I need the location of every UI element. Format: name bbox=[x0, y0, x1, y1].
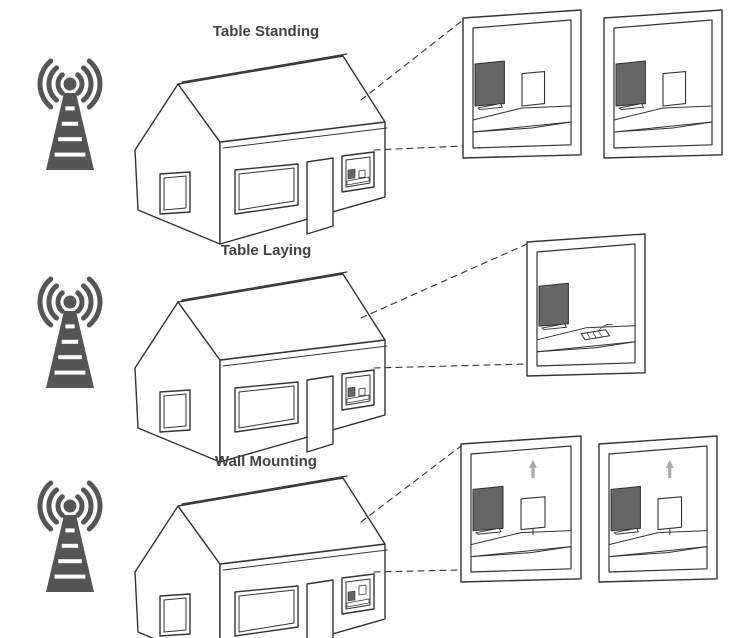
tower-rung bbox=[54, 370, 86, 375]
signal-wave-left bbox=[46, 487, 60, 525]
signal-wave-left bbox=[37, 58, 54, 110]
monitor-icon bbox=[474, 60, 505, 107]
house-roof bbox=[177, 55, 386, 143]
signal-wave-right bbox=[80, 65, 94, 103]
panel-antenna-icon bbox=[657, 496, 683, 531]
signal-wave-left bbox=[55, 72, 65, 96]
signal-wave-left bbox=[46, 65, 60, 103]
cell-tower-icon bbox=[37, 480, 103, 592]
monitor-icon bbox=[615, 60, 646, 107]
signal-wave-right bbox=[86, 276, 103, 328]
section-wall-mounting: Wall Mounting bbox=[37, 435, 718, 638]
signal-wave-left bbox=[37, 276, 54, 328]
section-table-laying: Table Laying bbox=[37, 233, 646, 463]
cell-tower-icon bbox=[37, 58, 103, 170]
tower-rung bbox=[58, 137, 82, 142]
monitor-stand bbox=[477, 103, 503, 111]
monitor-stand bbox=[475, 527, 502, 535]
tower-beacon bbox=[63, 499, 77, 513]
panel-antenna-icon bbox=[520, 496, 546, 531]
section-table-standing: Table Standing bbox=[37, 9, 723, 245]
house-icon bbox=[134, 475, 388, 638]
signal-wave-right bbox=[80, 283, 94, 321]
section-title: Wall Mounting bbox=[215, 453, 317, 470]
tower-rung bbox=[58, 559, 82, 564]
monitor-icon bbox=[347, 590, 356, 602]
signal-wave-left bbox=[46, 283, 60, 321]
monitor-stand bbox=[613, 527, 639, 535]
tower-rung bbox=[65, 528, 75, 533]
monitor-icon bbox=[347, 168, 356, 180]
tower-rung bbox=[58, 355, 82, 360]
tower-rung bbox=[61, 543, 79, 548]
signal-wave-right bbox=[86, 480, 103, 532]
tower-beacon bbox=[63, 295, 77, 309]
signal-wave-left bbox=[55, 290, 65, 314]
monitor-icon bbox=[472, 485, 504, 532]
tower-rung bbox=[65, 106, 75, 111]
tower-rung bbox=[61, 121, 79, 126]
tower-body bbox=[46, 93, 94, 170]
window-view-icon bbox=[462, 9, 582, 159]
section-title: Table Standing bbox=[213, 23, 319, 40]
panel-antenna-icon bbox=[521, 71, 546, 107]
tower-body bbox=[46, 311, 94, 388]
tower-rung bbox=[65, 324, 75, 329]
window-view-icon bbox=[598, 435, 718, 583]
panel-antenna-icon bbox=[358, 387, 366, 397]
signal-wave-left bbox=[37, 480, 54, 532]
panel-antenna-icon bbox=[358, 169, 366, 179]
window-table bbox=[346, 176, 370, 186]
monitor-stand bbox=[618, 103, 644, 111]
signal-wave-right bbox=[75, 494, 85, 518]
tower-body bbox=[46, 515, 94, 592]
house-door bbox=[306, 375, 334, 453]
house-roof bbox=[177, 273, 386, 361]
up-arrow-icon bbox=[665, 459, 674, 478]
signal-wave-right bbox=[75, 290, 85, 314]
window-view-icon bbox=[460, 435, 582, 583]
window-view-icon bbox=[526, 233, 646, 377]
cell-tower-icon bbox=[37, 276, 103, 388]
panel-antenna-icon bbox=[580, 329, 611, 341]
house-icon bbox=[134, 271, 388, 463]
tower-rung bbox=[54, 574, 86, 579]
monitor-icon bbox=[610, 485, 641, 532]
panel-antenna-icon bbox=[358, 584, 367, 596]
signal-wave-left bbox=[55, 494, 65, 518]
signal-wave-right bbox=[86, 58, 103, 110]
section-title: Table Laying bbox=[221, 242, 312, 259]
panel-antenna-icon bbox=[662, 71, 687, 107]
house-door bbox=[306, 579, 334, 638]
tower-beacon bbox=[63, 77, 77, 91]
monitor-stand bbox=[541, 323, 567, 330]
window-table bbox=[346, 598, 370, 608]
window-view-icon bbox=[603, 9, 723, 159]
monitor-icon bbox=[538, 282, 569, 327]
signal-wave-right bbox=[75, 72, 85, 96]
up-arrow-icon bbox=[529, 459, 537, 478]
signal-wave-right bbox=[80, 487, 94, 525]
house-door bbox=[306, 157, 334, 235]
monitor-icon bbox=[347, 386, 356, 398]
window-table bbox=[346, 394, 370, 404]
tower-rung bbox=[54, 152, 86, 157]
tower-rung bbox=[61, 339, 79, 344]
house-roof bbox=[177, 477, 386, 565]
house-icon bbox=[134, 53, 388, 245]
